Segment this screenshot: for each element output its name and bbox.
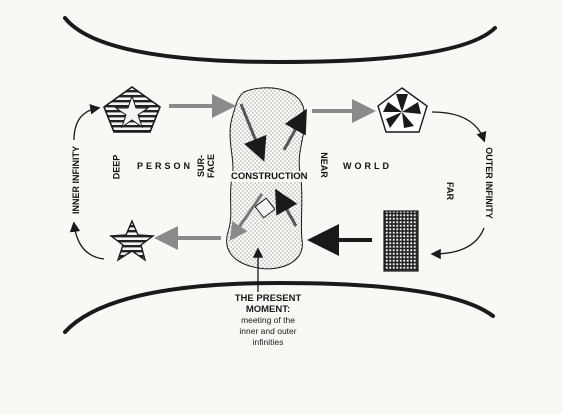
curve-arrow-inner-bottom: [69, 221, 105, 260]
bottom-boundary-curve: [63, 280, 495, 334]
blob-small-square: [254, 197, 276, 219]
blob-arrow-down-left: [239, 103, 267, 162]
pentagon-deep-person-icon: [103, 86, 161, 133]
label-surface: SUR- FACE: [196, 146, 216, 186]
present-moment-title-2: MOMENT:: [245, 304, 291, 315]
curve-arrow-outer-top: [431, 111, 487, 143]
label-near: NEAR: [318, 152, 329, 178]
label-construction: CONSTRUCTION: [231, 171, 308, 182]
star-inner-icon: [109, 219, 155, 262]
blob-arrow-up-right: [282, 108, 307, 151]
blob-arrow-lower-right: [275, 188, 298, 227]
label-person: PERSON: [137, 161, 194, 171]
present-moment-desc-3: infinities: [252, 337, 284, 347]
label-outer-infinity: OUTER INFINITY: [483, 147, 494, 219]
present-moment-title-1: THE PRESENT: [234, 293, 302, 304]
label-surface-text: SUR- FACE: [196, 154, 216, 179]
blob-arrow-lower-left: [229, 193, 264, 241]
label-far: FAR: [445, 182, 455, 200]
present-moment-desc-1: meeting of the: [241, 315, 295, 325]
label-world: WORLD: [343, 161, 392, 171]
pentagon-world-icon: [377, 87, 428, 133]
grid-rectangle-far-icon: [383, 210, 419, 272]
label-inner-infinity: INNER INFINITY: [71, 145, 82, 215]
top-boundary-curve: [63, 16, 497, 65]
label-deep: DEEP: [111, 154, 122, 180]
curve-arrow-outer-bottom: [430, 227, 485, 260]
present-moment-caption: THE PRESENT MOMENT: meeting of the inner…: [220, 293, 316, 348]
curve-arrow-inner-top: [73, 104, 101, 141]
present-moment-desc-2: inner and outer: [239, 326, 297, 336]
